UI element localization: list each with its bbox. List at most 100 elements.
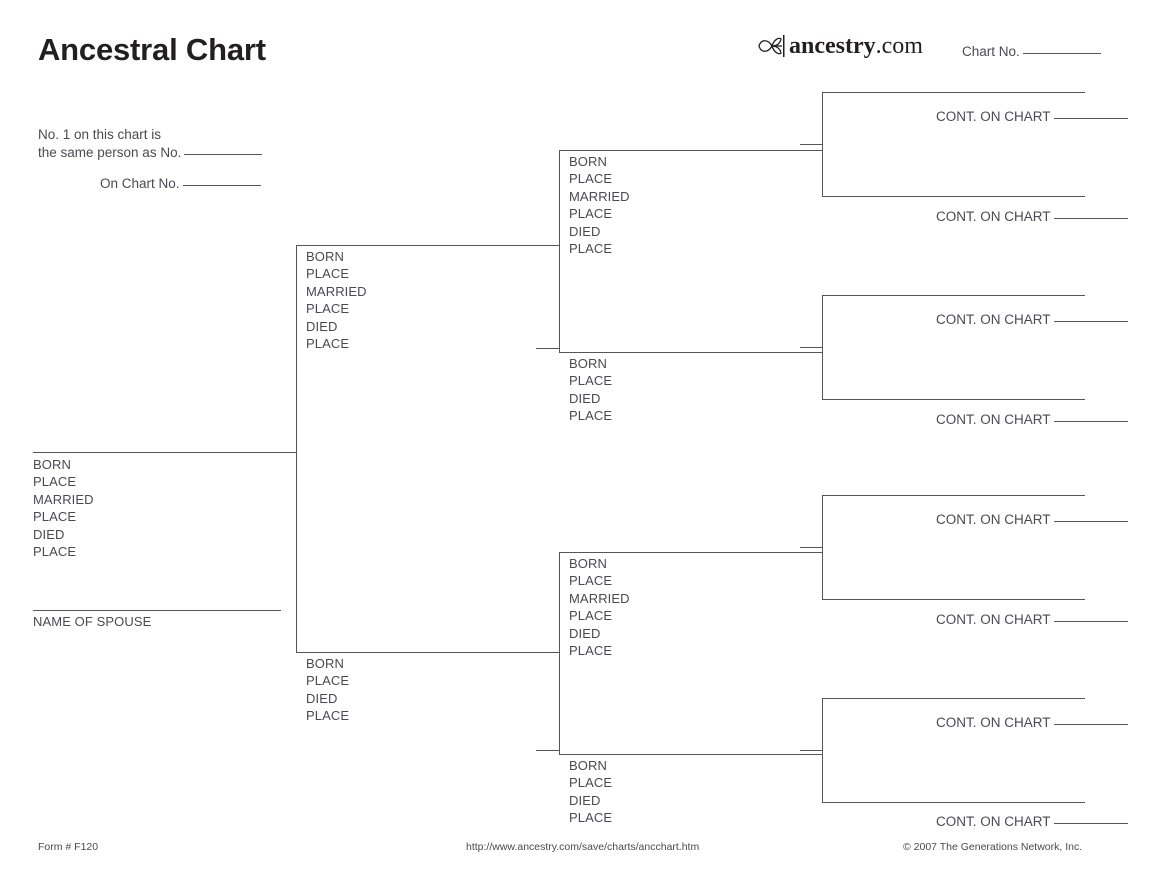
gen2-father-field-place1: PLACE	[306, 266, 350, 282]
gen4-6-cont-label[interactable]: CONT. ON CHART	[936, 612, 1128, 627]
gen2-father-name-line[interactable]	[296, 245, 559, 246]
gen4-3-cont-label[interactable]: CONT. ON CHART	[936, 312, 1128, 327]
gen2-mother-field-place2: PLACE	[306, 708, 350, 724]
person1-spouse-line[interactable]	[33, 610, 281, 611]
gen3-4-name-line[interactable]	[559, 754, 822, 755]
gen3-2-name-line[interactable]	[559, 352, 822, 353]
gen4-6-cont-blank[interactable]	[1053, 621, 1128, 622]
gen3-4-field-place2: PLACE	[569, 810, 613, 826]
gen2-father-field-married: MARRIED	[306, 283, 367, 299]
gen4-1-cont-label[interactable]: CONT. ON CHART	[936, 109, 1128, 124]
gen2-mother-field-place1: PLACE	[306, 673, 350, 689]
connector-g1-stub	[272, 452, 296, 453]
gen4-8-cont-text: CONT. ON CHART	[936, 814, 1051, 829]
logo-text-bold: ancestry	[789, 33, 876, 59]
gen4-3-name-line[interactable]	[822, 295, 1085, 296]
gen4-bracket-2	[822, 295, 823, 399]
gen3-3-field-place1: PLACE	[569, 573, 613, 589]
gen3-3-field-died: DIED	[569, 625, 601, 641]
gen2-mother-name-line[interactable]	[296, 652, 559, 653]
gen4-2-cont-label[interactable]: CONT. ON CHART	[936, 209, 1128, 224]
page-title: Ancestral Chart	[38, 32, 266, 67]
gen3-3-field-married: MARRIED	[569, 590, 630, 606]
gen4-8-cont-blank[interactable]	[1053, 823, 1128, 824]
gen4-7-cont-label[interactable]: CONT. ON CHART	[936, 715, 1128, 730]
gen3-1-field-place3: PLACE	[569, 241, 613, 257]
gen4-5-name-line[interactable]	[822, 495, 1085, 496]
gen4-bracket-4	[822, 698, 823, 802]
person1-spouse-caption: NAME OF SPOUSE	[33, 614, 152, 629]
gen3-1-field-married: MARRIED	[569, 188, 630, 204]
footer-copyright: © 2007 The Generations Network, Inc.	[903, 841, 1083, 853]
gen4-1-cont-blank[interactable]	[1053, 118, 1128, 119]
gen3-2-fields: BORN PLACE DIED PLACE	[569, 355, 612, 425]
gen3-1-name-line[interactable]	[559, 150, 822, 151]
gen4-5-cont-blank[interactable]	[1053, 521, 1128, 522]
ancestry-logo: ancestry.com	[757, 30, 923, 62]
gen4-8-name-line[interactable]	[822, 802, 1085, 803]
person1-field-place2: PLACE	[33, 509, 77, 525]
gen2-father-field-place3: PLACE	[306, 336, 350, 352]
gen3-4-field-born: BORN	[569, 758, 607, 773]
person1-field-married: MARRIED	[33, 491, 94, 507]
gen4-7-cont-blank[interactable]	[1053, 724, 1128, 725]
logo-text-suffix: .com	[875, 33, 923, 59]
gen4-4-name-line[interactable]	[822, 399, 1085, 400]
gen3-2-field-born: BORN	[569, 356, 607, 371]
gen4-1-name-line[interactable]	[822, 92, 1085, 93]
gen3-3-field-place2: PLACE	[569, 608, 613, 624]
gen4-bracket-3	[822, 495, 823, 599]
chart-no-label: Chart No.	[962, 44, 1020, 59]
connector-g1-vertical	[296, 245, 297, 652]
gen3-1-field-died: DIED	[569, 223, 601, 239]
connector-g3-3-stub	[800, 547, 822, 548]
person1-field-place3: PLACE	[33, 544, 77, 560]
gen2-father-field-place2: PLACE	[306, 301, 350, 317]
gen4-7-name-line[interactable]	[822, 698, 1085, 699]
footer-form-number: Form # F120	[38, 841, 99, 853]
person1-field-place1: PLACE	[33, 474, 77, 490]
chart-no-blank[interactable]	[1022, 53, 1101, 54]
gen4-1-cont-text: CONT. ON CHART	[936, 109, 1051, 124]
note-line-1: No. 1 on this chart is	[38, 127, 162, 142]
note-line-2-wrap: the same person as No.	[38, 144, 263, 162]
gen3-1-field-place1: PLACE	[569, 171, 613, 187]
chart-no-field[interactable]: Chart No.	[962, 44, 1101, 59]
gen2-mother-field-born: BORN	[306, 656, 344, 671]
connector-g2-mother-vertical	[559, 552, 560, 754]
gen3-3-field-place3: PLACE	[569, 643, 613, 659]
gen3-1-field-place2: PLACE	[569, 206, 613, 222]
gen4-5-cont-label[interactable]: CONT. ON CHART	[936, 512, 1128, 527]
gen4-5-cont-text: CONT. ON CHART	[936, 512, 1051, 527]
connector-g3-4-stub	[800, 750, 822, 751]
gen4-4-cont-text: CONT. ON CHART	[936, 412, 1051, 427]
gen3-2-field-place1: PLACE	[569, 373, 613, 389]
note-line-2: the same person as No.	[38, 145, 182, 160]
gen2-mother-fields: BORN PLACE DIED PLACE	[306, 655, 349, 725]
gen4-7-cont-text: CONT. ON CHART	[936, 715, 1051, 730]
gen4-6-name-line[interactable]	[822, 599, 1085, 600]
gen4-4-cont-blank[interactable]	[1053, 421, 1128, 422]
same-person-note: No. 1 on this chart is the same person a…	[38, 126, 263, 193]
gen4-8-cont-label[interactable]: CONT. ON CHART	[936, 814, 1128, 829]
footer-url[interactable]: http://www.ancestry.com/save/charts/ancc…	[466, 841, 700, 853]
gen3-1-field-born: BORN	[569, 154, 607, 169]
gen3-3-name-line[interactable]	[559, 552, 822, 553]
gen3-2-field-place2: PLACE	[569, 408, 613, 424]
same-person-no-blank[interactable]	[184, 154, 263, 155]
gen4-3-cont-blank[interactable]	[1053, 321, 1128, 322]
gen3-4-field-died: DIED	[569, 792, 601, 808]
person1-fields: BORN PLACE MARRIED PLACE DIED PLACE	[33, 456, 94, 560]
gen3-2-field-died: DIED	[569, 390, 601, 406]
on-chart-no-blank[interactable]	[182, 185, 261, 186]
gen2-father-fields: BORN PLACE MARRIED PLACE DIED PLACE	[306, 248, 367, 352]
gen4-6-cont-text: CONT. ON CHART	[936, 612, 1051, 627]
gen4-4-cont-label[interactable]: CONT. ON CHART	[936, 412, 1128, 427]
gen4-2-cont-blank[interactable]	[1053, 218, 1128, 219]
gen4-3-cont-text: CONT. ON CHART	[936, 312, 1051, 327]
gen3-3-field-born: BORN	[569, 556, 607, 571]
ancestry-leaf-icon	[758, 35, 785, 57]
gen4-2-name-line[interactable]	[822, 196, 1085, 197]
person1-name-line[interactable]	[33, 452, 296, 453]
